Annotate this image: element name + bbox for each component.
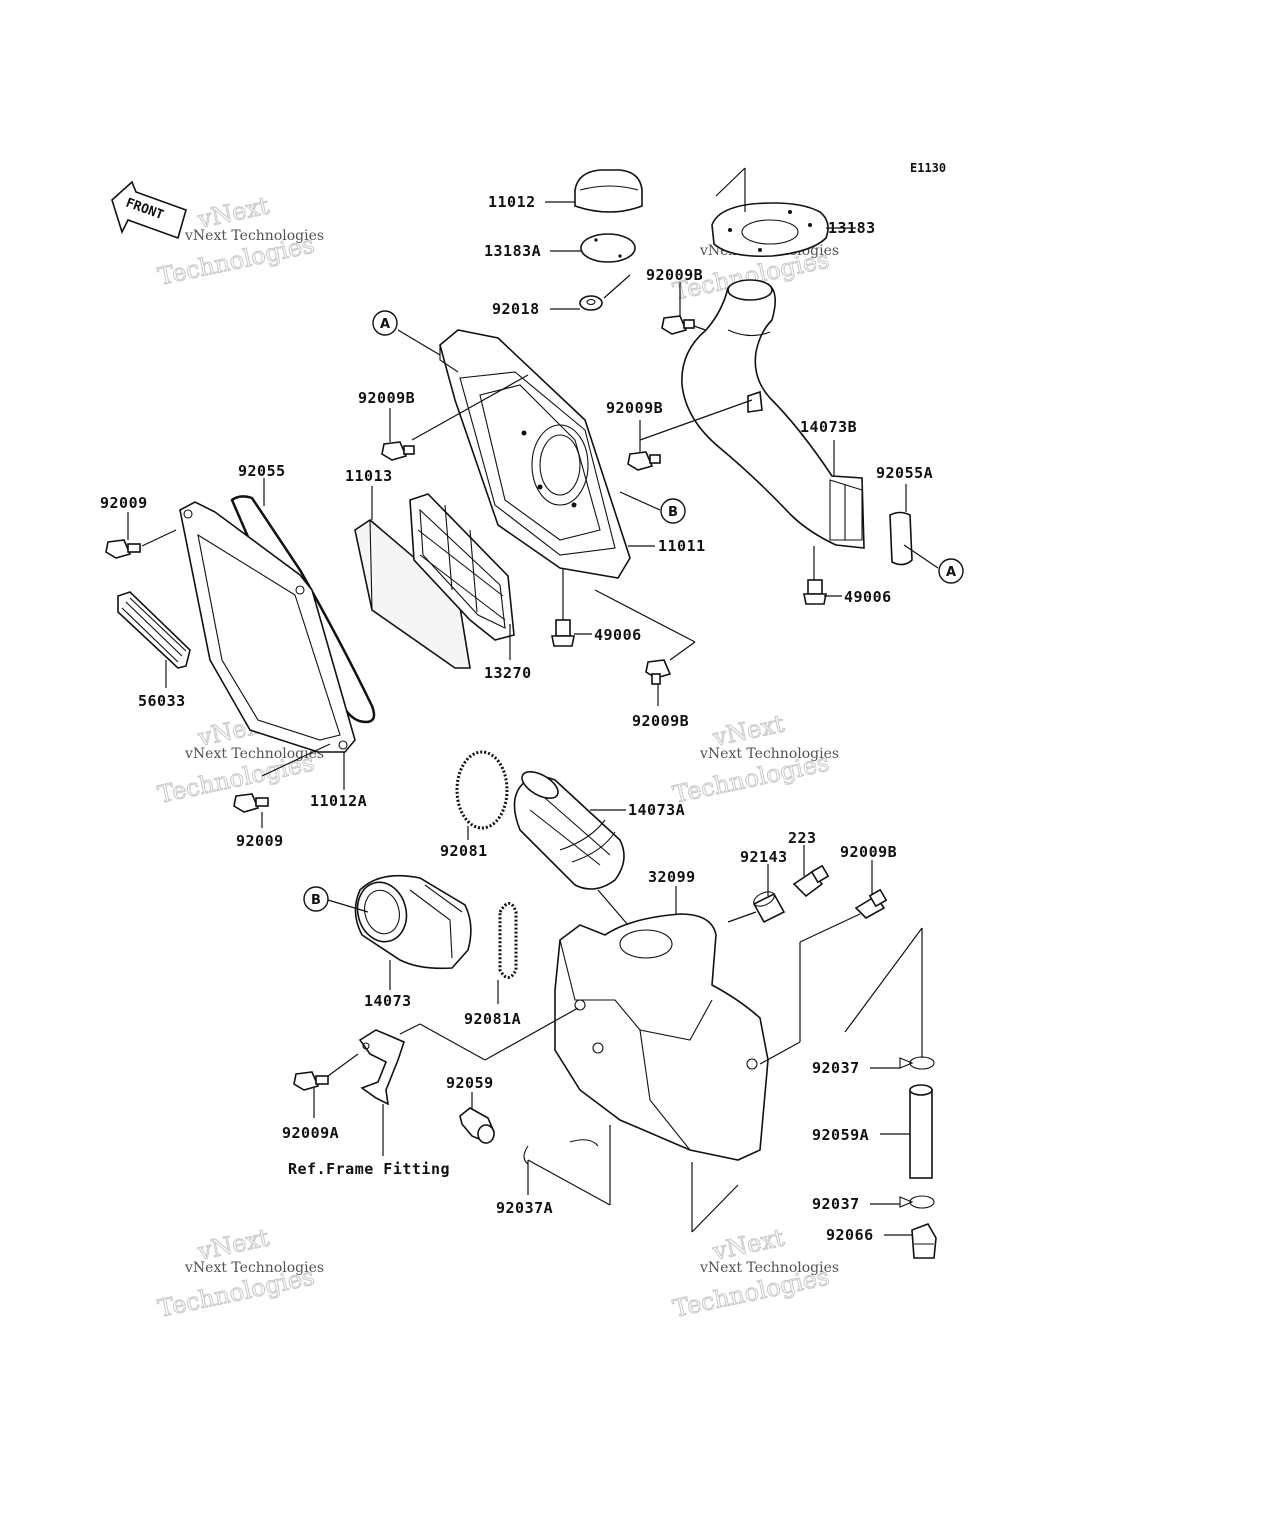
- part-32099-tank: [554, 913, 769, 1161]
- callout-a-left: A: [372, 310, 398, 336]
- part-92009b-bolt-4: [645, 659, 672, 685]
- label-13183: 13183: [828, 219, 876, 237]
- label-92009b-3: 92009B: [632, 712, 689, 730]
- label-92009b-1: 92009B: [606, 399, 663, 417]
- label-92055a: 92055A: [876, 464, 933, 482]
- part-49006-drain-right: [803, 579, 827, 605]
- part-92055a-seal: [889, 511, 913, 566]
- watermark-small: vNext Technologies: [699, 746, 839, 762]
- label-92037-2: 92037: [812, 1195, 860, 1213]
- label-92081: 92081: [440, 842, 488, 860]
- label-32099: 32099: [648, 868, 696, 886]
- part-92066-plug: [911, 1223, 937, 1259]
- part-92009-bolt-2: [233, 793, 269, 813]
- label-ref-frame: Ref.Frame Fitting: [288, 1160, 450, 1178]
- part-11012a-cover: [179, 501, 356, 753]
- label-92009-bot: 92009: [236, 832, 284, 850]
- part-14073b-duct: [681, 279, 865, 549]
- label-11013: 11013: [345, 467, 393, 485]
- part-92009b-bolt-5: [854, 888, 888, 919]
- part-49006-drain-left: [551, 619, 575, 647]
- watermark-6: vNext Technologies vNext Technologies: [670, 1223, 839, 1323]
- label-92059: 92059: [446, 1074, 494, 1092]
- callout-a-right: A: [938, 558, 964, 584]
- label-49006-2: 49006: [844, 588, 892, 606]
- label-14073b: 14073B: [800, 418, 857, 436]
- label-11012: 11012: [488, 193, 536, 211]
- label-92059a: 92059A: [812, 1126, 869, 1144]
- label-92009b-2: 92009B: [358, 389, 415, 407]
- part-92143-collar: [752, 891, 786, 924]
- label-92055: 92055: [238, 462, 286, 480]
- label-92081a: 92081A: [464, 1010, 521, 1028]
- part-92009a-bolt: [293, 1071, 329, 1091]
- part-92018-grommet: [579, 295, 603, 311]
- watermark-small: vNext Technologies: [184, 1260, 324, 1276]
- part-92009-bolt-1: [105, 539, 141, 559]
- part-13270-frame: [409, 493, 515, 641]
- part-92059-fitting: [459, 1107, 495, 1144]
- label-49006-1: 49006: [594, 626, 642, 644]
- part-56033-label: [117, 591, 191, 669]
- part-11013-element: [354, 518, 471, 669]
- diagram-code: E1130: [910, 161, 946, 175]
- callout-b-text: B: [668, 505, 678, 520]
- part-92059a-hose: [909, 1084, 933, 1179]
- label-56033: 56033: [138, 692, 186, 710]
- part-11011-case: [439, 329, 631, 579]
- callout-b-top: B: [660, 498, 686, 524]
- watermark-small: vNext Technologies: [699, 1260, 839, 1276]
- callout-a-text: A: [946, 565, 956, 580]
- part-92037-clamp-2: [899, 1195, 935, 1209]
- part-92081a-clamp: [498, 902, 518, 979]
- watermark-1: vNext Technologies vNext Technologies: [155, 191, 324, 291]
- watermark-small: vNext Technologies: [184, 228, 324, 244]
- part-223-bolt: [792, 864, 830, 898]
- label-92009b-4: 92009B: [840, 843, 897, 861]
- watermark-5: vNext Technologies vNext Technologies: [155, 1223, 324, 1323]
- part-92009b-bolt-2: [627, 451, 661, 471]
- part-92009b-bolt-3: [381, 441, 415, 461]
- watermark-small: vNext Technologies: [184, 746, 324, 762]
- label-92037-1: 92037: [812, 1059, 860, 1077]
- label-92143: 92143: [740, 848, 788, 866]
- front-arrow-icon: FRONT: [111, 180, 187, 240]
- part-14073-joint: [354, 874, 472, 970]
- label-223: 223: [788, 829, 817, 847]
- part-92009b-bolt-1: [661, 315, 695, 335]
- label-11011: 11011: [658, 537, 706, 555]
- callout-a-text: A: [380, 317, 390, 332]
- watermark-4: vNext Technologies vNext Technologies: [670, 709, 839, 809]
- label-11012a: 11012A: [310, 792, 367, 810]
- label-92009-top: 92009: [100, 494, 148, 512]
- part-13183a-plate: [580, 233, 636, 263]
- part-92081-clamp: [455, 750, 509, 830]
- part-13183-plate: [711, 202, 829, 258]
- label-13183a: 13183A: [484, 242, 541, 260]
- label-92009a: 92009A: [282, 1124, 339, 1142]
- label-14073a: 14073A: [628, 801, 685, 819]
- label-92009b-top: 92009B: [646, 266, 703, 284]
- part-14073a-joint: [513, 770, 625, 890]
- part-ref-frame-bracket: [358, 1029, 405, 1106]
- label-14073: 14073: [364, 992, 412, 1010]
- label-13270: 13270: [484, 664, 532, 682]
- callout-b-text: B: [311, 893, 321, 908]
- part-92037-clamp-1: [899, 1056, 935, 1070]
- part-92037a-clamp: [523, 1139, 599, 1165]
- callout-b-bottom: B: [303, 886, 329, 912]
- label-92066: 92066: [826, 1226, 874, 1244]
- label-92018: 92018: [492, 300, 540, 318]
- label-92037a: 92037A: [496, 1199, 553, 1217]
- part-11012-cap: [574, 169, 643, 213]
